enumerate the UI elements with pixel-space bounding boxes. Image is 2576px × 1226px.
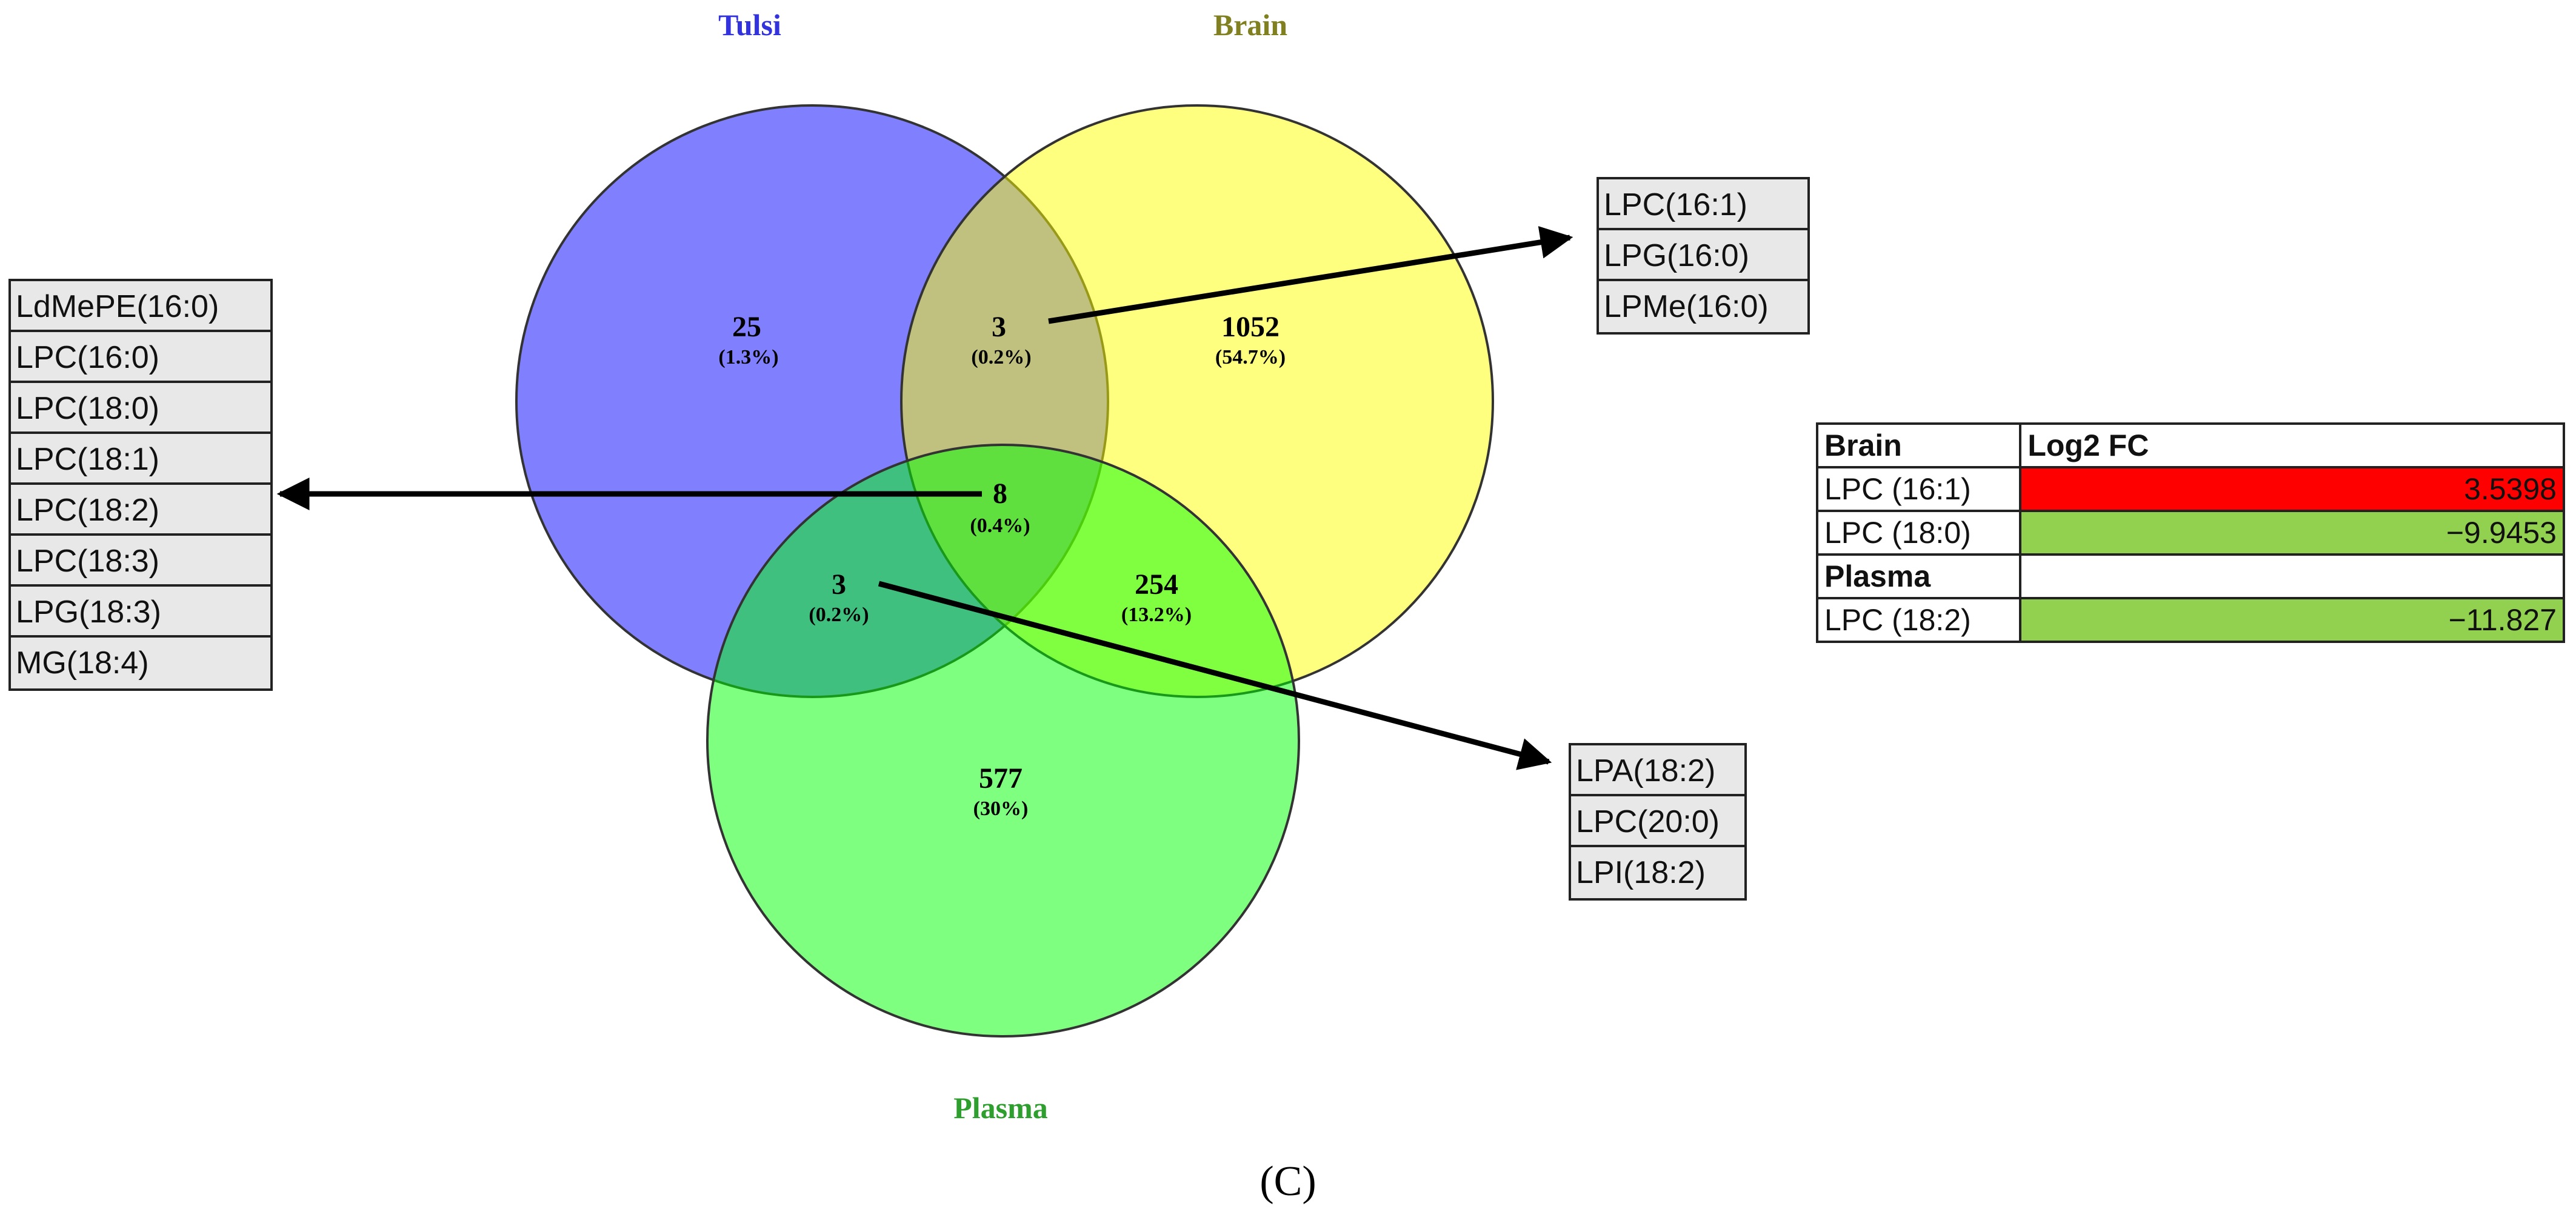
list-item: LPC(20:0) (1571, 796, 1744, 847)
all-three-pct: (0.4%) (970, 515, 1030, 537)
list-item: LPC(16:1) (1599, 179, 1807, 230)
tulsi-title: Tulsi (718, 8, 781, 42)
brain-plasma-count: 254 (1135, 568, 1178, 601)
table-cell-name: LPC (18:2) (1815, 597, 2022, 643)
list-item: LPG(16:0) (1599, 230, 1807, 281)
list-item: LPMe(16:0) (1604, 289, 1769, 324)
list-item: LPC(18:3) (11, 536, 270, 587)
table-section-row: Plasma (1815, 553, 2565, 599)
table-cell-value: −11.827 (2019, 597, 2565, 643)
panel-label: (C) (1260, 1158, 1316, 1205)
arrow-tulsi-brain (1048, 226, 1573, 324)
table-header-plasma: Plasma (1815, 553, 2022, 599)
tulsi-only-pct: (1.3%) (718, 346, 778, 368)
list-item: LPC(16:0) (11, 332, 270, 383)
table-cell-name: LPC (16:1) (1815, 466, 2022, 512)
table-cell-value: −9.9453 (2019, 510, 2565, 556)
tulsi-plasma-pct: (0.2%) (809, 604, 869, 626)
list-tulsi-brain: LPC(16:1) LPG(16:0) LPMe(16:0) (1597, 177, 1810, 335)
tulsi-brain-pct: (0.2%) (971, 346, 1031, 368)
list-item: LdMePE(16:0) (11, 281, 270, 332)
tulsi-brain-count: 3 (992, 311, 1006, 343)
brain-only-pct: (54.7%) (1215, 346, 1286, 368)
tulsi-plasma-count: 3 (832, 568, 846, 601)
tulsi-only-count: 25 (732, 311, 761, 343)
list-item: LPI(18:2) (1576, 855, 1706, 890)
brain-title: Brain (1213, 8, 1287, 42)
table-cell-name: LPC (18:0) (1815, 510, 2022, 556)
all-three-count: 8 (993, 478, 1007, 510)
list-item: MG(18:4) (16, 645, 149, 681)
list-item: LPG(18:3) (11, 587, 270, 638)
brain-only-count: 1052 (1221, 311, 1280, 343)
plasma-circle (706, 444, 1300, 1038)
list-tulsi-plasma: LPA(18:2) LPC(20:0) LPI(18:2) (1569, 743, 1747, 901)
table-header-brain: Brain (1815, 422, 2022, 468)
table-cell-empty (2019, 553, 2565, 599)
list-item: LPC(18:1) (11, 434, 270, 485)
table-cell-value: 3.5398 (2019, 466, 2565, 512)
log2fc-table: Brain Log2 FC LPC (16:1) 3.5398 LPC (18:… (1815, 422, 2565, 643)
list-all-three: LdMePE(16:0) LPC(16:0) LPC(18:0) LPC(18:… (8, 279, 273, 691)
list-item: LPA(18:2) (1571, 745, 1744, 796)
plasma-only-pct: (30%) (973, 798, 1029, 820)
list-item: LPC(18:0) (11, 383, 270, 434)
table-header-log2fc: Log2 FC (2019, 422, 2565, 468)
plasma-only-count: 577 (979, 762, 1023, 795)
table-row: LPC (18:2) −11.827 (1815, 597, 2565, 643)
table-header-row: Brain Log2 FC (1815, 422, 2565, 468)
table-row: LPC (16:1) 3.5398 (1815, 466, 2565, 512)
list-item: LPC(18:2) (11, 485, 270, 536)
brain-plasma-pct: (13.2%) (1121, 604, 1192, 626)
table-row: LPC (18:0) −9.9453 (1815, 510, 2565, 556)
arrow-tulsi-plasma (878, 581, 1552, 770)
plasma-title: Plasma (953, 1091, 1048, 1125)
